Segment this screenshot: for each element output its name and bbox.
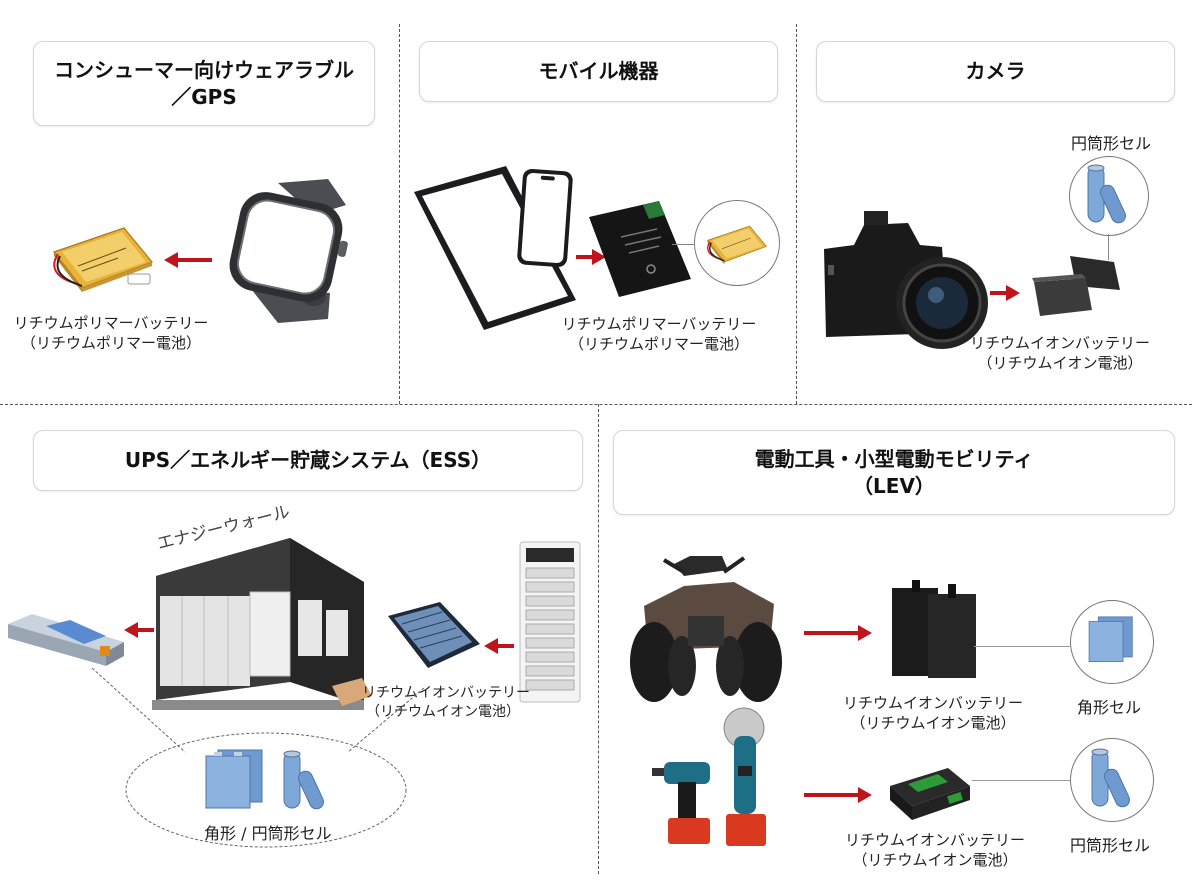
wearable-title-box: コンシューマー向けウェアラブル ／GPS [33,41,375,126]
energy-wall-house-image [150,536,376,714]
divider-bottom [598,404,599,874]
wearable-title-line2: ／GPS [171,84,237,109]
tool-cell-label: 円筒形セル [1070,836,1151,855]
ess-caption-line2: （リチウムイオン電池） [366,704,520,720]
atv-caption-line2: （リチウムイオン電池） [850,714,1016,732]
camera-caption-line1: リチウムイオンバッテリー [969,334,1150,352]
mobile-lipo-battery-image [704,222,770,266]
smartwatch-image [218,175,368,325]
atv-caption: リチウムイオンバッテリー （リチウムイオン電池） [830,693,1036,733]
atv-battery-image [888,578,980,680]
wearable-title-line1: コンシューマー向けウェアラブル [54,57,354,82]
atv-cell-connector [974,646,1070,647]
mobile-title: モバイル機器 [538,59,659,83]
mobile-caption: リチウムポリマーバッテリー （リチウムポリマー電池） [552,314,766,354]
lev-atv-arrow [804,625,872,641]
wearable-caption: リチウムポリマーバッテリー （リチウムポリマー電池） [0,313,222,353]
smartphone-image [514,168,576,268]
camera-arrow [990,285,1020,301]
divider-top-left [399,24,400,404]
tool-cylindrical-cell-image [1086,748,1138,812]
wearable-arrow [164,252,214,268]
tool-cell-connector [972,780,1070,781]
mobile-zoom-connector [672,244,696,245]
wearable-lipo-battery-image [48,222,158,294]
wearable-caption-line2: （リチウムポリマー電池） [20,334,201,352]
camera-cylindrical-cell-image [1084,164,1136,228]
ess-title-box: UPS／エネルギー貯蔵システム（ESS） [33,430,583,491]
camera-cell-label: 円筒形セル [1071,134,1152,153]
mobile-arrow [576,249,606,265]
lev-title-box: 電動工具・小型電動モビリティ （LEV） [613,430,1175,515]
ess-prismatic-cell-image [202,748,272,812]
ess-cylindrical-cell-image [282,750,330,812]
tool-caption-line2: （リチウムイオン電池） [852,851,1018,869]
tool-caption: リチウムイオンバッテリー （リチウムイオン電池） [832,830,1038,870]
ess-cell-label: 角形 / 円筒形セル [204,824,332,843]
atv-cell-label: 角形セル [1077,698,1142,717]
lev-tool-arrow [804,787,872,803]
phone-battery-image [585,197,695,301]
camera-battery-image [1030,252,1124,318]
atv-caption-line1: リチウムイオンバッテリー [842,694,1023,712]
mobile-title-box: モバイル機器 [419,41,778,102]
divider-top-right [796,24,797,404]
drill-image [652,758,716,848]
ess-arrow-right [484,638,514,654]
divider-horizontal [0,404,1192,405]
ess-arrow-left [124,622,154,638]
camera-cell-connector [1108,234,1109,260]
tool-battery-image [886,764,972,822]
wearable-caption-line1: リチウムポリマーバッテリー [13,314,209,332]
mobile-caption-line1: リチウムポリマーバッテリー [561,315,757,333]
rack-battery-image [518,540,582,704]
mobile-caption-line2: （リチウムポリマー電池） [568,335,749,353]
ess-cell-tray-image [384,600,482,672]
camera-caption-line2: （リチウムイオン電池） [977,354,1143,372]
tool-caption-line1: リチウムイオンバッテリー [844,831,1025,849]
atv-image [624,546,788,708]
lev-title-line1: 電動工具・小型電動モビリティ [754,446,1034,471]
atv-prismatic-cell-image [1086,612,1140,668]
ess-battery-module-image [6,612,126,668]
camera-caption: リチウムイオンバッテリー （リチウムイオン電池） [957,333,1163,373]
tablet-image [410,162,580,334]
camera-image [816,205,988,353]
lev-title-line2: （LEV） [853,473,935,498]
ess-caption: リチウムイオンバッテリー （リチウムイオン電池） [362,684,530,722]
grinder-image [720,706,772,848]
camera-title-box: カメラ [816,41,1175,102]
ess-title: UPS／エネルギー貯蔵システム（ESS） [124,448,492,472]
camera-title: カメラ [965,59,1026,83]
ess-caption-line1: リチウムイオンバッテリー [362,685,530,701]
